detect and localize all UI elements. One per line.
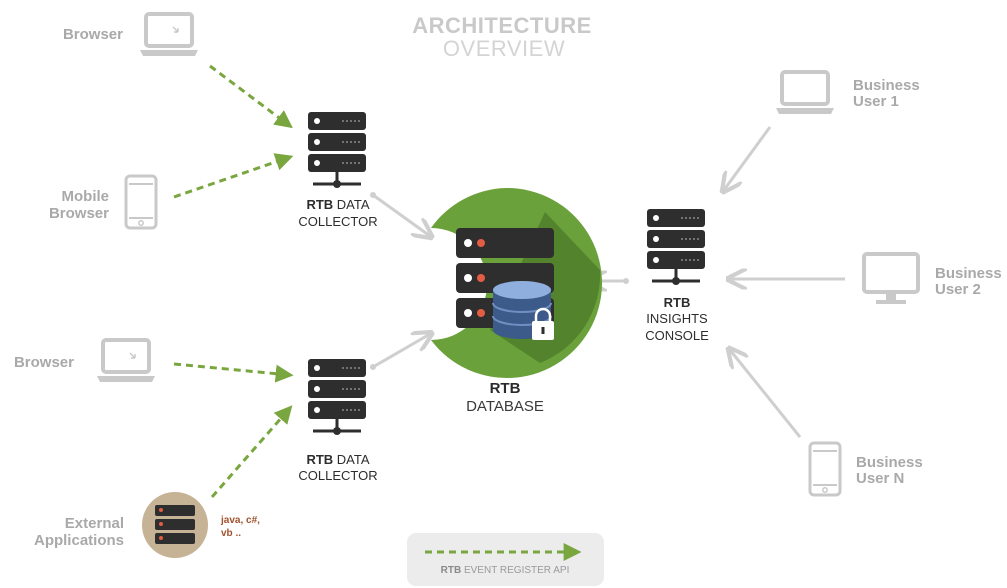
database-label-brand: RTB [490, 380, 521, 397]
console-label-line2: INSIGHTS [646, 311, 708, 326]
data-collector-bottom-icon [308, 359, 366, 435]
business-user-2-label-line1: Business [935, 265, 1002, 282]
insights-console-icon [647, 209, 705, 285]
data-collector-bottom-label-line1: RTB DATA [306, 452, 369, 467]
database-label: DATABASE [466, 398, 544, 415]
external-langs-line1: java, c#, [220, 515, 260, 526]
mobile-browser-label-line1: Mobile [62, 188, 110, 205]
arrow-external-to-collector [210, 405, 293, 498]
arrow-mobile-to-collector [173, 153, 294, 199]
browser-1-label: Browser [63, 26, 123, 43]
lock-icon [532, 307, 554, 340]
event-api-arrows [173, 64, 294, 498]
console-label-line3: CONSOLE [645, 328, 709, 343]
browser-2-label: Browser [14, 354, 74, 371]
laptop-icon [138, 12, 200, 58]
business-user-n-label-line2: User N [856, 470, 904, 487]
laptop-icon [774, 70, 836, 116]
business-user-1-label-line1: Business [853, 77, 920, 94]
arrow-browser2-to-collector [173, 362, 294, 383]
external-apps-server-icon [142, 492, 208, 558]
data-collector-top-label-line1: RTB DATA [306, 197, 369, 212]
desktop-monitor-icon [862, 252, 920, 304]
data-collector-bottom-label-line2: COLLECTOR [298, 468, 377, 483]
collector-to-db-connectors [370, 192, 629, 370]
external-langs-line2: vb .. [221, 528, 241, 539]
business-user-n-label-line1: Business [856, 454, 923, 471]
external-apps-label-line1: External [65, 515, 124, 532]
laptop-icon [95, 338, 157, 384]
data-collector-top-label-line2: COLLECTOR [298, 214, 377, 229]
diagram-title: ARCHITECTURE [412, 13, 592, 38]
mobile-phone-icon [808, 441, 842, 497]
legend-label: RTB EVENT REGISTER API [441, 565, 570, 576]
rtb-database-icon [431, 187, 602, 378]
user-to-console-arrows [724, 126, 845, 438]
business-user-2-label-line2: User 2 [935, 281, 981, 298]
mobile-phone-icon [124, 174, 158, 230]
console-label-brand: RTB [664, 295, 691, 310]
data-collector-top-icon [308, 112, 366, 188]
diagram-subtitle: OVERVIEW [443, 36, 565, 61]
arrow-browser1-to-collector [209, 64, 293, 129]
mobile-browser-label-line2: Browser [49, 205, 109, 222]
business-user-1-label-line2: User 1 [853, 93, 899, 110]
external-apps-label-line2: Applications [34, 532, 124, 549]
legend: RTB EVENT REGISTER API [407, 533, 604, 586]
